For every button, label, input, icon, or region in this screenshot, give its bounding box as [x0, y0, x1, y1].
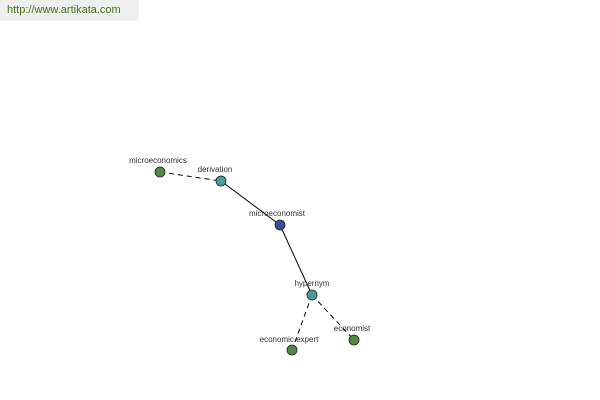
node-label-economic_expert: economic expert [260, 335, 319, 344]
edge-microeconomist-hypernym [279, 224, 313, 296]
node-microeconomist[interactable] [274, 219, 286, 231]
source-link[interactable]: http://www.artikata.com [0, 0, 139, 21]
node-economic_expert[interactable] [286, 344, 298, 356]
node-economist[interactable] [348, 334, 360, 346]
node-label-microeconomist: microeconomist [249, 209, 306, 218]
edge-hypernym-economist [311, 294, 355, 341]
edge-derivation-microeconomist [220, 180, 281, 226]
node-microeconomics[interactable] [154, 166, 166, 178]
edge-hypernym-economic_expert [291, 294, 313, 351]
node-label-derivation: derivation [198, 165, 233, 174]
graph-nodes: microeconomics derivation microeconomist hy… [129, 156, 371, 356]
node-label-microeconomics: microeconomics [129, 156, 187, 165]
graph-edges [159, 171, 355, 351]
node-hypernym[interactable] [306, 289, 318, 301]
node-derivation[interactable] [215, 175, 227, 187]
node-label-economist: economist [334, 324, 371, 333]
node-label-hypernym: hypernym [294, 279, 329, 288]
edge-microeconomics-derivation [159, 171, 222, 182]
